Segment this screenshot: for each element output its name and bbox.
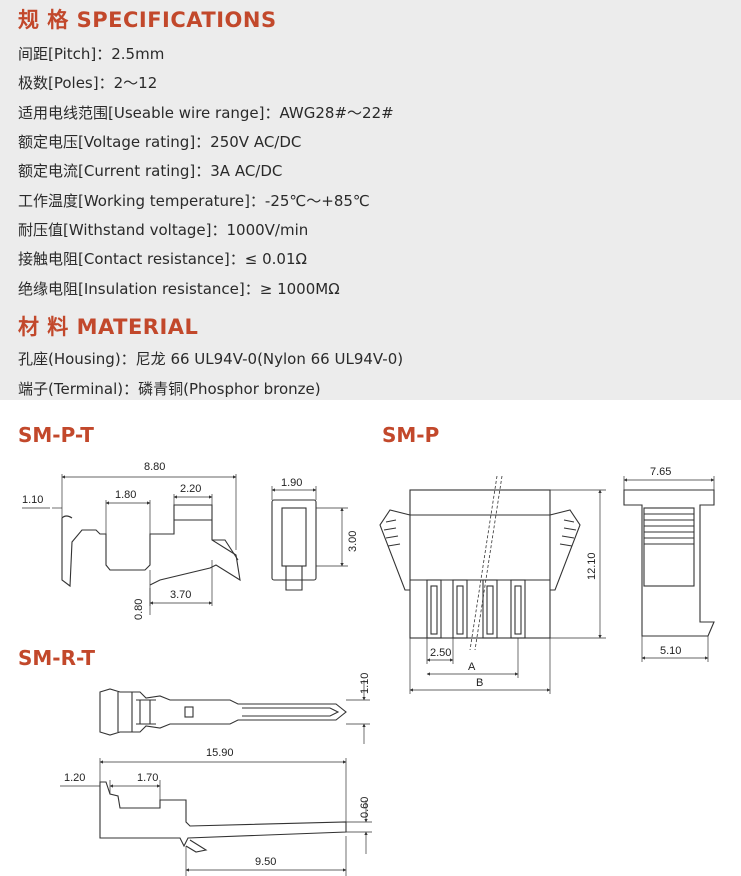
sm-p-dim-a: A xyxy=(468,661,476,673)
spec-wire-range: 适用电线范围[Useable wire range]：AWG28#～22# xyxy=(18,104,394,122)
sm-p-title: SM-P xyxy=(382,423,440,447)
sm-p-t-dim-d3: 2.20 xyxy=(180,483,201,495)
sm-p-t-dim-w: 1.90 xyxy=(281,477,302,489)
sm-r-t-dim-d3: 9.50 xyxy=(255,856,276,868)
sm-r-t-top-view xyxy=(99,688,347,736)
sm-r-t-dim-thick: 0.60 xyxy=(359,797,371,818)
sm-p-dim-side-width: 7.65 xyxy=(650,466,671,478)
sm-p-t-dim-d1: 1.10 xyxy=(22,494,43,506)
sm-p-drawing xyxy=(379,475,715,694)
sm-p-dim-height: 12.10 xyxy=(586,552,598,580)
material-terminal: 端子(Terminal)：磷青铜(Phosphor bronze) xyxy=(18,380,321,398)
sm-p-t-title: SM-P-T xyxy=(18,423,94,447)
sm-p-side-view xyxy=(623,489,715,637)
sm-r-t-drawing xyxy=(60,680,372,876)
material-title: 材 料 MATERIAL xyxy=(18,315,199,339)
sm-p-t-dim-d4: 0.80 xyxy=(133,599,145,620)
sm-r-t-side-view xyxy=(99,781,347,848)
sm-p-t-dim-length: 8.80 xyxy=(144,461,165,473)
sm-p-t-dim-d5: 3.70 xyxy=(170,589,191,601)
spec-withstand-voltage: 耐压值[Withstand voltage]：1000V/min xyxy=(18,221,309,239)
specifications-title: 规 格 SPECIFICATIONS xyxy=(18,8,277,32)
sm-p-t-drawing xyxy=(22,474,348,615)
sm-p-dim-side-bottom: 5.10 xyxy=(660,645,681,657)
specifications-panel xyxy=(0,0,741,400)
spec-insulation-resistance: 绝缘电阻[Insulation resistance]：≥ 1000MΩ xyxy=(18,280,340,298)
sm-r-t-dim-d2: 1.70 xyxy=(137,772,158,784)
sm-p-t-front-view xyxy=(271,499,317,581)
sm-r-t-dim-length: 15.90 xyxy=(206,747,234,759)
spec-pitch: 间距[Pitch]：2.5mm xyxy=(18,45,165,63)
sm-p-dim-pitch: 2.50 xyxy=(430,647,451,659)
spec-working-temperature: 工作温度[Working temperature]：-25℃～+85℃ xyxy=(18,192,370,210)
sm-r-t-title: SM-R-T xyxy=(18,646,96,670)
sm-p-t-dim-d2: 1.80 xyxy=(115,489,136,501)
sm-r-t-dim-width: 1.10 xyxy=(359,673,371,694)
sm-r-t-dim-d1: 1.20 xyxy=(64,772,85,784)
sm-p-front-view xyxy=(409,489,551,639)
spec-current-rating: 额定电流[Current rating]：3A AC/DC xyxy=(18,162,283,180)
spec-poles: 极数[Poles]：2～12 xyxy=(18,74,158,92)
spec-voltage-rating: 额定电压[Voltage rating]：250V AC/DC xyxy=(18,133,302,151)
sm-p-t-dim-h: 3.00 xyxy=(347,531,359,552)
sm-p-dim-b: B xyxy=(476,677,483,689)
material-housing: 孔座(Housing)：尼龙 66 UL94V-0(Nylon 66 UL94V… xyxy=(18,350,404,368)
sm-p-t-profile xyxy=(61,504,241,588)
spec-contact-resistance: 接触电阻[Contact resistance]：≤ 0.01Ω xyxy=(18,250,307,268)
